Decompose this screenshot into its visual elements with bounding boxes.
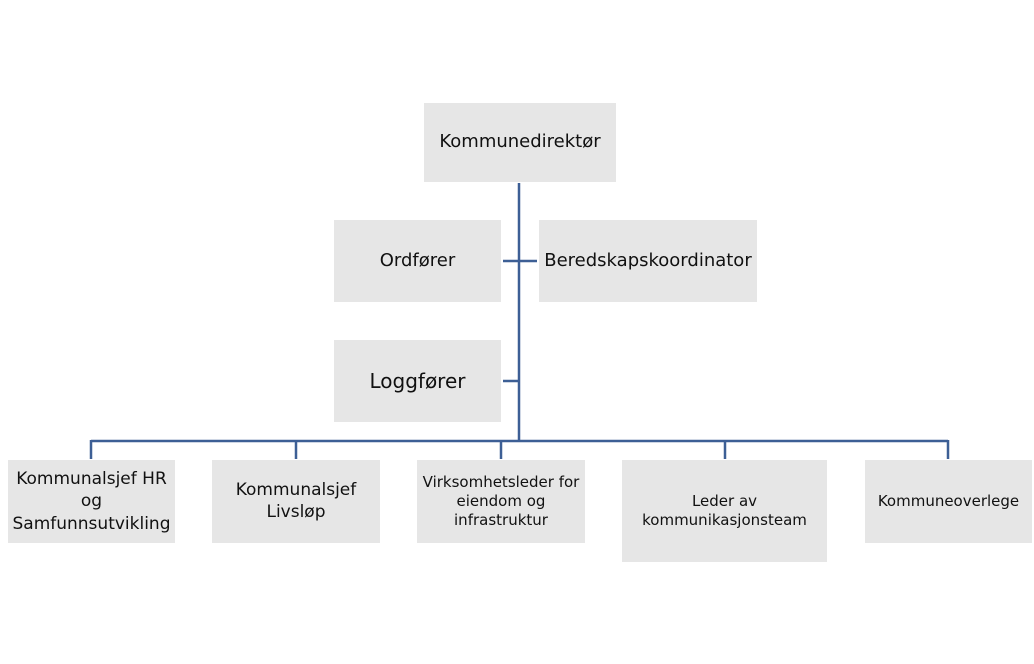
node-label: Beredskapskoordinator <box>544 249 752 271</box>
node-label-line: Virksomhetsleder for <box>422 473 580 492</box>
node-label-line: Kommunalsjef <box>235 480 357 501</box>
node-kommunalsjef-hr: Kommunalsjef HR og Samfunnsutvikling <box>8 460 175 543</box>
node-label-line: og <box>80 491 103 512</box>
node-label-line: infrastruktur <box>454 510 548 529</box>
node-kommunedirektor: Kommunedirektør <box>424 103 616 182</box>
node-leder-kommunikasjon: Leder av kommunikasjonsteam <box>622 460 827 562</box>
node-label: Ordfører <box>379 249 456 271</box>
node-ordforer: Ordfører <box>334 220 501 302</box>
node-kommuneoverlege: Kommuneoverlege <box>865 460 1032 543</box>
node-label: Kommuneoverlege <box>877 492 1020 511</box>
node-label-line: Livsløp <box>266 501 326 522</box>
node-label: Kommunedirektør <box>439 131 601 153</box>
node-loggforer: Loggfører <box>334 340 501 422</box>
node-label-line: Samfunnsutvikling <box>12 513 171 534</box>
node-label-line: eiendom og <box>456 492 546 511</box>
node-kommunalsjef-livslop: Kommunalsjef Livsløp <box>212 460 380 543</box>
node-label-line: Kommunalsjef HR <box>16 469 167 490</box>
node-label: Loggfører <box>369 368 466 393</box>
node-beredskapskoordinator: Beredskapskoordinator <box>539 220 757 302</box>
node-virksomhetsleder: Virksomhetsleder for eiendom og infrastr… <box>417 460 585 543</box>
node-label-line: Leder av <box>691 492 758 511</box>
node-label-line: kommunikasjonsteam <box>642 511 807 529</box>
